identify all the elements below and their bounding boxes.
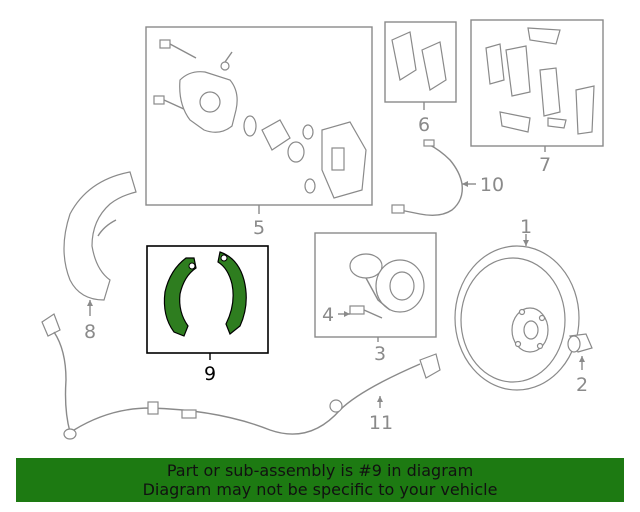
piston: [261, 119, 291, 151]
parts-diagram: 5 6 7 10 8 9: [41, 19, 604, 440]
hub-cap[interactable]: [567, 333, 593, 353]
caliper-assembly-group[interactable]: [145, 26, 373, 206]
banner-line-1: Part or sub-assembly is #9 in diagram: [166, 461, 474, 480]
callout-9: 9: [204, 363, 216, 385]
abs-sensor-wire[interactable]: [41, 313, 441, 440]
dust-boot: [287, 141, 305, 163]
brake-pads-group[interactable]: [384, 21, 457, 103]
banner-line-2: Diagram may not be specific to your vehi…: [142, 480, 498, 499]
callout-6: 6: [418, 114, 430, 136]
callout-8: 8: [84, 321, 96, 343]
callout-3: 3: [374, 343, 386, 365]
parking-brake-shoe-right: [217, 251, 247, 335]
brake-pad-outer: [421, 41, 447, 91]
callout-11: 11: [369, 412, 393, 434]
parking-brake-shoe-left: [163, 257, 197, 337]
callout-1: 1: [520, 216, 532, 238]
hub-bolt: [349, 305, 383, 319]
callout-7: 7: [539, 154, 551, 176]
callout-5: 5: [253, 217, 265, 239]
seal-ring: [243, 115, 257, 137]
caliper-bolt-lower: [153, 95, 187, 111]
brake-rotor[interactable]: [454, 245, 580, 391]
caliper-bolt-upper: [159, 39, 197, 59]
callout-4: 4: [322, 304, 334, 326]
callout-10: 10: [480, 174, 504, 196]
pad-hardware-kit-group[interactable]: [470, 19, 604, 147]
brake-hose[interactable]: [391, 139, 463, 217]
callout-2: 2: [576, 374, 588, 396]
brake-pad-inner: [391, 31, 417, 81]
dust-shield[interactable]: [63, 171, 137, 301]
hub-bearing-group[interactable]: [314, 232, 437, 338]
parking-brake-shoe-set[interactable]: [146, 245, 269, 354]
info-banner: Part or sub-assembly is #9 in diagram Di…: [16, 458, 624, 502]
